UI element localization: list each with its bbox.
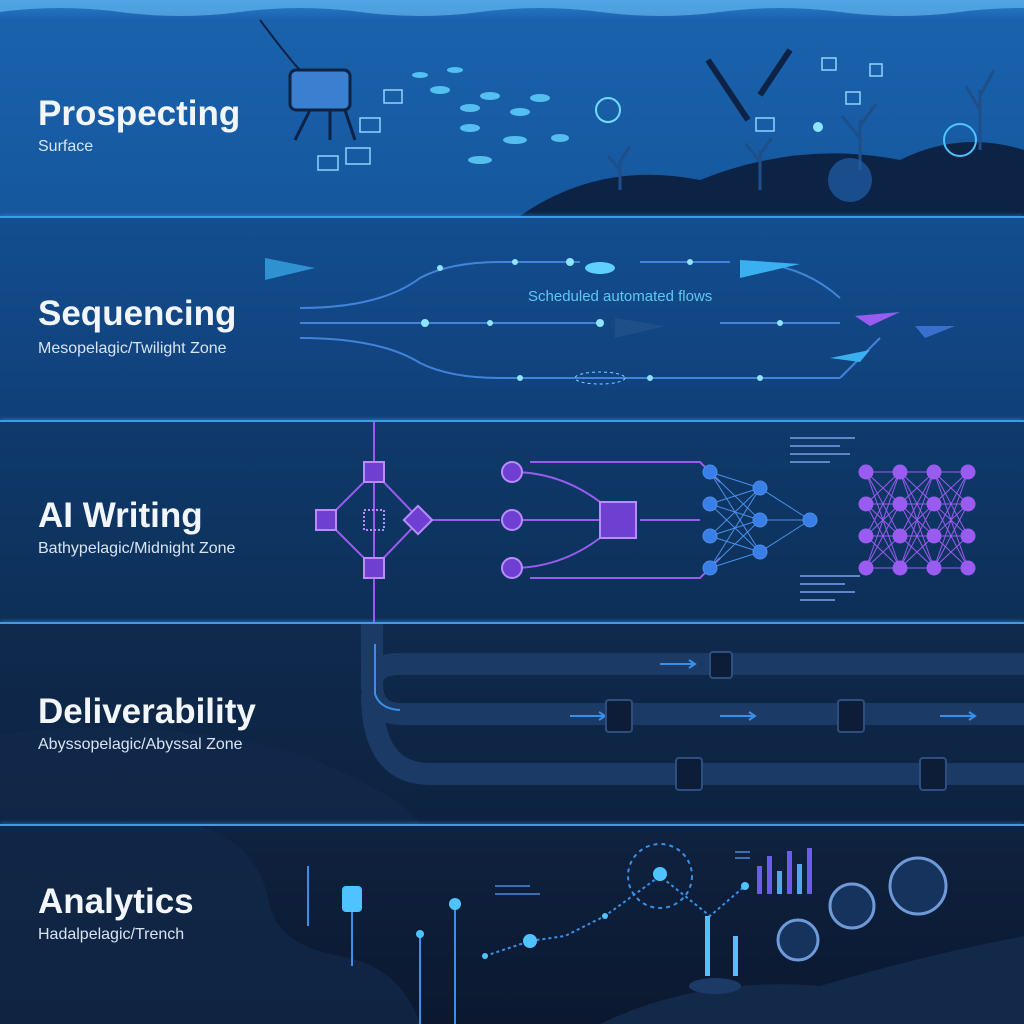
network-node (858, 560, 874, 576)
zone-title: Sequencing (38, 294, 237, 333)
neural-network-blue (702, 464, 818, 576)
network-node (802, 512, 818, 528)
flow-arrows (374, 644, 977, 721)
network-node (858, 528, 874, 544)
sequencing-illustration (265, 258, 955, 385)
network-node (892, 560, 908, 576)
envelope-icons (317, 57, 883, 171)
zone-subtitle: Bathypelagic/Midnight Zone (38, 540, 236, 557)
gauge-icons (776, 856, 948, 962)
fish-school (412, 67, 569, 164)
zone-divider (0, 420, 1024, 422)
network-node (752, 544, 768, 560)
network-node (702, 496, 718, 512)
network-node (752, 512, 768, 528)
network-node (960, 496, 976, 512)
zone-subtitle: Surface (38, 138, 94, 155)
zone-subtitle: Mesopelagic/Twilight Zone (38, 340, 227, 357)
pipe-joints (605, 651, 947, 791)
coral (606, 69, 996, 190)
prospecting-illustration (0, 0, 1024, 216)
zone-analytics: Analytics Hadalpelagic/Trench (0, 826, 1024, 1024)
network-node (892, 464, 908, 480)
network-node (702, 560, 718, 576)
network-node (892, 496, 908, 512)
zone-title: Prospecting (38, 94, 241, 133)
jellyfish-icon (595, 97, 621, 123)
network-node (926, 528, 942, 544)
network-node (702, 528, 718, 544)
data-points (416, 867, 749, 959)
zone-divider (0, 622, 1024, 624)
network-node (926, 464, 942, 480)
network-node (752, 480, 768, 496)
ai-writing-illustration (315, 422, 976, 622)
analytics-illustration (0, 826, 1024, 1024)
zone-prospecting: Prospecting Surface (0, 0, 1024, 216)
neural-network-purple (858, 464, 976, 576)
flow-nodes (421, 258, 783, 381)
pipes (361, 624, 1024, 785)
zone-title: Deliverability (38, 692, 256, 731)
network-node (926, 496, 942, 512)
zone-ai-writing: AI Writing Bathypelagic/Midnight Zone (0, 422, 1024, 622)
flow-paths (299, 261, 881, 379)
zone-sequencing: Scheduled automated flows Sequencing Mes… (0, 218, 1024, 420)
network-node (960, 464, 976, 480)
beacon-icon (342, 886, 362, 912)
zone-title: AI Writing (38, 496, 203, 535)
network-node (892, 528, 908, 544)
network-node (960, 528, 976, 544)
network-node (858, 464, 874, 480)
zone-deliverability: Deliverability Abyssopelagic/Abyssal Zon… (0, 624, 1024, 824)
text-lines (790, 437, 860, 601)
network-node (858, 496, 874, 512)
pipeline-illustration (0, 624, 1024, 824)
zone-subtitle: Hadalpelagic/Trench (38, 926, 185, 943)
zone-title: Analytics (38, 882, 194, 921)
dredge-icon (288, 68, 352, 112)
chip-icon (599, 501, 637, 539)
fish (265, 258, 955, 362)
zone-divider (0, 216, 1024, 218)
flow-annotation: Scheduled automated flows (528, 288, 713, 305)
network-node (926, 560, 942, 576)
zone-divider (0, 824, 1024, 826)
zone-subtitle: Abyssopelagic/Abyssal Zone (38, 736, 243, 753)
logic-nodes (315, 461, 637, 579)
network-node (702, 464, 718, 480)
bar-chart-icon (757, 848, 812, 894)
network-node (960, 560, 976, 576)
